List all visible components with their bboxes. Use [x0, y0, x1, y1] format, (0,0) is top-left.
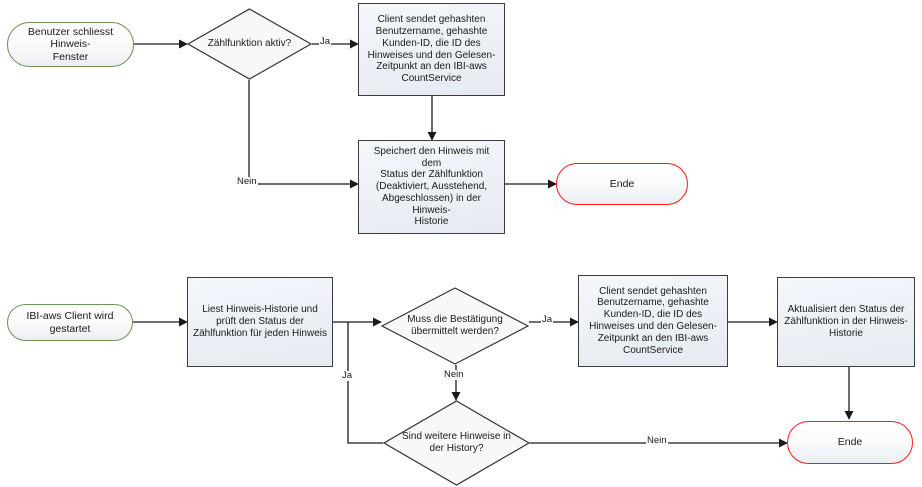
- node-label: Benutzer schliesst Hinweis- Fenster: [27, 25, 114, 63]
- edge-ja-branch-down: [347, 322, 383, 444]
- process-speichert-hinweis-mit-status[interactable]: Speichert den Hinweis mit dem Status der…: [358, 140, 505, 234]
- decision-sind-weitere-hinweise-in-der-history[interactable]: Sind weitere Hinweise in der History?: [383, 400, 530, 486]
- diamond-shape: [383, 400, 530, 486]
- process-liest-hinweis-historie[interactable]: Liest Hinweis-Historie und prüft den Sta…: [187, 277, 333, 367]
- start-benutzer-schliesst-hinweis-fenster[interactable]: Benutzer schliesst Hinweis- Fenster: [7, 22, 134, 67]
- node-label: Client sendet gehashten Benutzername, ge…: [367, 14, 496, 85]
- edge-label-nein-3: Nein: [646, 435, 668, 446]
- end-terminator-2[interactable]: Ende: [787, 421, 913, 464]
- decision-muss-bestaetigung-uebermittelt-werden[interactable]: Muss die Bestätigung übermittelt werden?: [381, 287, 529, 365]
- edge-label-nein-2: Nein: [443, 369, 465, 380]
- edge-label-ja-1: Ja: [319, 36, 332, 47]
- node-label: Speichert den Hinweis mit dem Status der…: [373, 145, 490, 228]
- end-terminator-1[interactable]: Ende: [556, 163, 688, 205]
- process-aktualisiert-status-zaehlfunktion[interactable]: Aktualisiert den Status der Zählfunktion…: [777, 277, 915, 367]
- decision-zaehlfunktion-aktiv[interactable]: Zählfunktion aktiv?: [187, 8, 312, 80]
- node-label: Liest Hinweis-Historie und prüft den Sta…: [193, 304, 327, 339]
- node-label: IBI-aws Client wird gestartet: [26, 310, 114, 335]
- process-client-sendet-count-service-2[interactable]: Client sendet gehashten Benutzername, ge…: [578, 275, 728, 367]
- node-label: Sind weitere Hinweise in der History?: [402, 431, 511, 454]
- edge-label-ja-3: Ja: [341, 370, 354, 381]
- node-label: Muss die Bestätigung übermittelt werden?: [407, 314, 503, 337]
- node-label: Aktualisiert den Status der Zählfunktion…: [784, 304, 908, 339]
- edge-label-nein-1: Nein: [236, 176, 258, 187]
- diamond-shape: [187, 8, 312, 80]
- node-label: Ende: [609, 177, 635, 190]
- node-label: Zählfunktion aktiv?: [207, 38, 292, 50]
- edge-decision1-nein-to-speichert: [248, 80, 359, 189]
- start-ibi-aws-client-wird-gestartet[interactable]: IBI-aws Client wird gestartet: [7, 304, 133, 341]
- diamond-shape: [381, 287, 529, 365]
- process-client-sendet-count-service-1[interactable]: Client sendet gehashten Benutzername, ge…: [358, 3, 505, 96]
- edge-label-ja-2: Ja: [541, 314, 554, 325]
- node-label: Client sendet gehashten Benutzername, ge…: [589, 285, 717, 356]
- node-label: Ende: [837, 436, 863, 449]
